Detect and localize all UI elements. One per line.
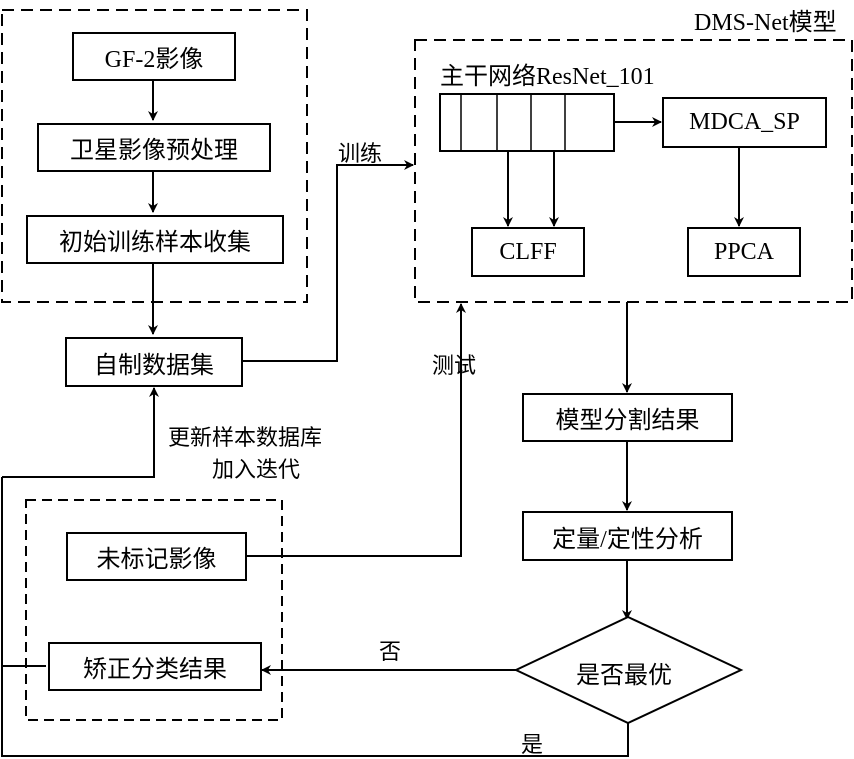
node-mdca: MDCA_SP	[662, 97, 827, 148]
backbone-blocks	[439, 93, 615, 152]
node-unlabeled: 未标记影像	[66, 532, 247, 581]
dms-net-title: DMS-Net模型	[694, 10, 837, 36]
node-preprocess: 卫星影像预处理	[37, 123, 271, 172]
node-dataset: 自制数据集	[65, 337, 243, 387]
node-initial-samples: 初始训练样本收集	[26, 215, 284, 264]
backbone-label: 主干网络ResNet_101	[440, 64, 655, 90]
unlabeled-group	[25, 499, 283, 721]
arrow-train	[242, 160, 414, 362]
node-gf2: GF-2影像	[72, 32, 236, 81]
dms-net-group	[414, 39, 853, 303]
label-train: 训练	[338, 141, 383, 166]
arrow-test	[246, 303, 466, 557]
node-correct: 矫正分类结果	[48, 642, 262, 691]
node-analysis: 定量/定性分析	[522, 511, 733, 561]
label-update-line1: 更新样本数据库	[168, 425, 323, 450]
label-yes: 是	[521, 732, 544, 757]
label-update-line2: 加入迭代	[212, 457, 301, 482]
node-ppca: PPCA	[687, 227, 801, 277]
data-prep-group	[1, 9, 308, 303]
label-test: 测试	[432, 353, 477, 378]
node-seg-result: 模型分割结果	[522, 393, 733, 442]
arrow-update	[2, 387, 159, 478]
label-no: 否	[379, 639, 402, 664]
node-clff: CLFF	[471, 227, 585, 277]
arrow-yes	[1, 477, 629, 757]
node-decision-label: 是否最优	[576, 663, 672, 689]
